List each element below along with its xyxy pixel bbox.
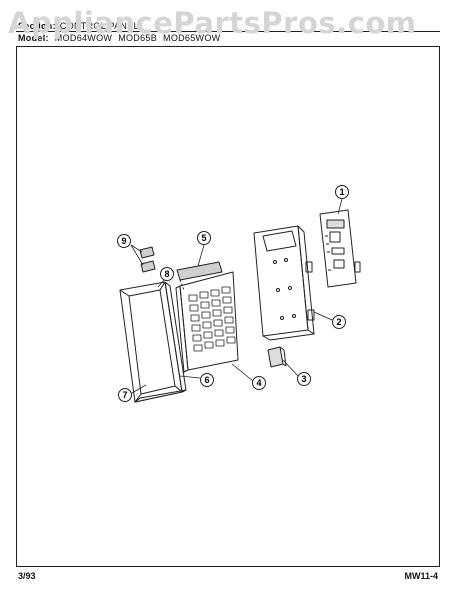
retaining-clips (139, 246, 156, 273)
callout-7: 7 (118, 388, 132, 402)
section-header: Section:CONTROL PANEL (18, 21, 139, 31)
control-chassis (253, 225, 315, 341)
callout-2-label: 2 (336, 317, 341, 327)
callout-1-label: 1 (339, 187, 344, 197)
callout-5-label: 5 (201, 233, 206, 243)
model-number-2: MOD65B (118, 33, 158, 43)
section-value: CONTROL PANEL (59, 21, 139, 31)
control-board (319, 209, 361, 288)
callout-6-label: 6 (204, 375, 209, 385)
section-label: Section: (18, 21, 56, 31)
callout-8-label: 8 (164, 269, 169, 279)
callout-9: 9 (117, 234, 131, 248)
model-number-3: MOD65WOW (163, 33, 221, 43)
footer-code: MW11-4 (404, 571, 438, 581)
bezel-frame (119, 281, 187, 403)
header-divider (16, 31, 440, 32)
callout-2: 2 (332, 315, 346, 329)
callout-3-label: 3 (301, 374, 306, 384)
leader-lines (130, 198, 343, 394)
model-label: Model: (18, 33, 49, 43)
callout-7-label: 7 (122, 390, 127, 400)
switch-part (267, 346, 287, 368)
callout-9-label: 9 (121, 236, 126, 246)
model-number-1: MOD64WOW (54, 33, 113, 43)
callout-8: 8 (160, 267, 174, 281)
keypad-panel (175, 271, 239, 373)
callout-4: 4 (252, 376, 266, 390)
model-header: Model: MOD64WOW MOD65B MOD65WOW (18, 33, 220, 43)
callout-6: 6 (200, 373, 214, 387)
callout-3: 3 (297, 372, 311, 386)
callout-4-label: 4 (256, 378, 261, 388)
diagram-frame (16, 46, 440, 567)
callout-1: 1 (335, 185, 349, 199)
callout-5: 5 (197, 231, 211, 245)
display-window (176, 261, 223, 291)
footer-date: 3/93 (18, 571, 36, 581)
